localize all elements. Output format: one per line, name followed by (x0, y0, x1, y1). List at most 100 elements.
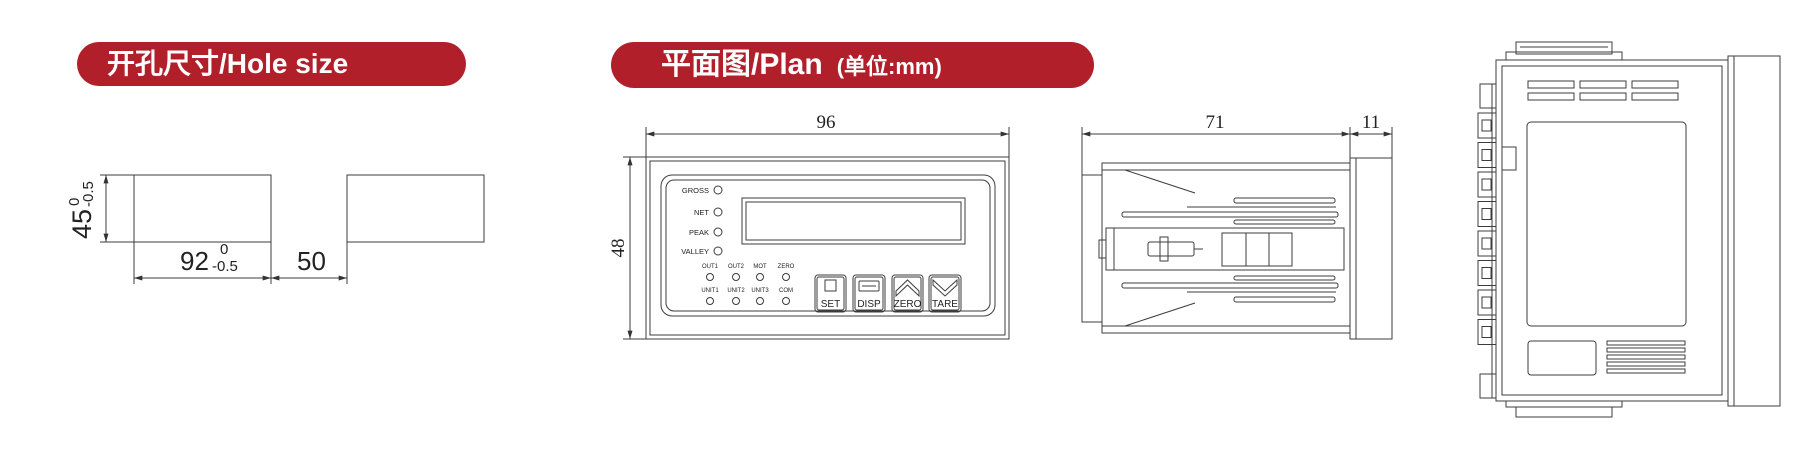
bottom-bracket (1515, 406, 1613, 418)
terminal (1477, 112, 1496, 139)
vent-slot (1606, 347, 1686, 353)
terminal-screw (1481, 267, 1492, 279)
terminal-block-bottom (1479, 373, 1496, 399)
terminal-screw (1481, 178, 1492, 191)
status-label-unit3: UNIT3 (751, 288, 769, 294)
terminal-body (1477, 230, 1496, 257)
vent-slot (1606, 361, 1686, 367)
terminal (1477, 260, 1496, 286)
depth-value: 71 (1206, 112, 1225, 133)
hole-height-label: 45 0 -0.5 (66, 181, 97, 239)
indicator-led-peak (713, 227, 723, 237)
vent-slot (1579, 92, 1627, 101)
key-set (814, 274, 847, 313)
housing-inner-outline (1501, 65, 1723, 396)
mounting-rail-long (1121, 211, 1339, 218)
status-label-zero: ZERO (778, 264, 795, 270)
terminal-screw (1481, 119, 1492, 132)
terminal-body (1477, 201, 1496, 227)
side-latch (1501, 146, 1517, 171)
top-bracket-base (1505, 51, 1623, 61)
front-view (623, 127, 1010, 340)
status-label-com: COM (779, 288, 793, 294)
front-bezel-side (1349, 157, 1393, 340)
side-view (1081, 127, 1393, 340)
key-disp-outline (852, 274, 886, 313)
terminal (1477, 201, 1496, 227)
status-label-unit2: UNIT2 (727, 288, 745, 294)
clip-chamfer-line (1124, 302, 1196, 327)
cutout-outline-right (346, 174, 485, 243)
top-bracket (1515, 41, 1613, 55)
hole-width-upper-tolerance: 0 (220, 241, 228, 258)
terminal (1477, 171, 1496, 198)
status-led-mot (756, 273, 764, 281)
terminal-body (1477, 142, 1496, 168)
status-label-out1: OUT1 (702, 264, 719, 270)
connector-housing (1221, 232, 1293, 267)
terminal-body (1477, 171, 1496, 198)
status-led-com (782, 297, 790, 305)
terminal (1477, 319, 1496, 345)
key-tare-outline (928, 274, 962, 313)
key-tare-label: TARE (932, 299, 958, 310)
indicator-led-gross (713, 185, 723, 195)
front-bezel-outline (645, 156, 1010, 340)
vent-slot (1579, 80, 1627, 89)
key-tare (928, 274, 962, 313)
terminal-block-top (1479, 83, 1496, 109)
key-disp (852, 274, 886, 313)
status-led-unit2 (732, 297, 740, 305)
label-area (1526, 121, 1687, 327)
indicator-led-net (713, 207, 723, 217)
vent-slot (1606, 368, 1686, 374)
mounting-rail-short (1233, 219, 1336, 225)
vent-slot (1527, 92, 1575, 101)
indicator-label-peak: PEAK (689, 228, 709, 237)
front-bezel-inner-outline (649, 160, 1006, 336)
key-set-inner (816, 276, 845, 311)
housing-top-view (1477, 41, 1781, 418)
hole-spacing-value: 50 (297, 246, 326, 276)
display-icon (858, 280, 880, 292)
bezel-depth-value: 11 (1362, 112, 1380, 133)
hole-height-lower-tolerance: -0.5 (80, 181, 97, 207)
nameplate-area (1527, 340, 1597, 376)
mounting-rail-short (1233, 296, 1336, 303)
internal-board (1105, 227, 1345, 271)
hole-width-lower-tolerance: -0.5 (212, 258, 238, 275)
indicator-led-valley (713, 246, 723, 256)
plan-title: 平面图/Plan (661, 48, 823, 81)
key-tare-inner (930, 276, 960, 311)
terminal-screw (1481, 208, 1492, 220)
key-set-label: SET (821, 299, 840, 310)
display-window (741, 197, 966, 245)
status-led-out1 (706, 273, 714, 281)
status-led-out2 (732, 273, 740, 281)
housing-body (1101, 162, 1351, 334)
hole-width-value: 92 (180, 246, 209, 276)
housing-outline (1495, 59, 1729, 402)
status-label-out2: OUT2 (728, 264, 745, 270)
terminal-body (1477, 319, 1496, 345)
front-width-value: 96 (817, 112, 836, 133)
display-icon-frame (858, 280, 880, 292)
terminal (1477, 142, 1496, 168)
hole-size-header: 开孔尺寸/Hole size (77, 42, 466, 86)
screw-body (1147, 241, 1195, 257)
key-zero-label: ZERO (894, 299, 922, 310)
terminal-screw (1481, 296, 1492, 309)
indicator-label-gross: GROSS (682, 186, 709, 195)
hole-height-value: 45 (67, 209, 97, 239)
terminal-body (1477, 289, 1496, 316)
terminal-screw (1481, 237, 1492, 250)
status-led-zero (782, 273, 790, 281)
cutout-outline-left (133, 174, 272, 243)
plan-unit: (单位:mm) (836, 54, 942, 79)
terminal-body (1477, 260, 1496, 286)
clip-chamfer-line (1124, 169, 1196, 194)
key-zero (891, 274, 924, 313)
mounting-rail-short (1233, 275, 1336, 281)
key-zero-inner (893, 276, 922, 311)
